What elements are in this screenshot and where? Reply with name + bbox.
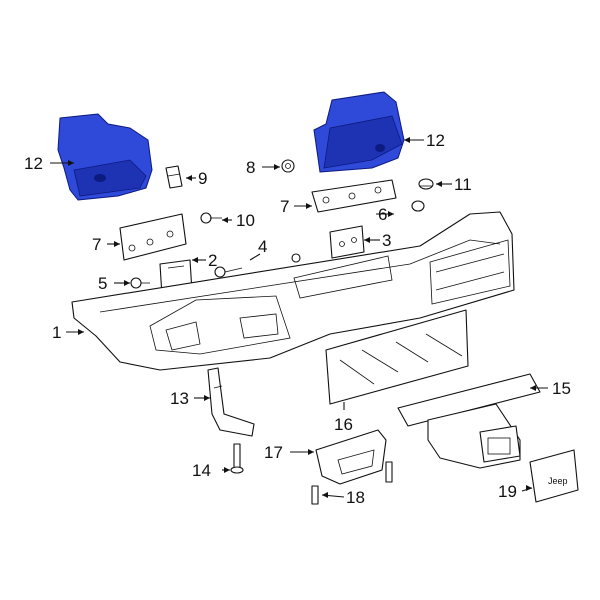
- jeep-logo: Jeep: [548, 476, 568, 486]
- part-16-bolt-kit[interactable]: [325, 309, 469, 405]
- callout-9[interactable]: 9: [198, 169, 207, 188]
- part-3-bracket[interactable]: [329, 225, 365, 259]
- callout-14[interactable]: 14: [192, 461, 211, 480]
- callout-3[interactable]: 3: [382, 231, 391, 250]
- arrowheads: [68, 137, 536, 498]
- callout-18[interactable]: 18: [346, 488, 365, 507]
- callout-5[interactable]: 5: [98, 274, 107, 293]
- callout-10[interactable]: 10: [236, 211, 255, 230]
- part-19-hitch-cover[interactable]: Jeep: [529, 449, 579, 503]
- callout-labels: 12 9 8 12 11 7 6 10 7 2 3 4 5 1 13 14 17…: [24, 131, 571, 507]
- part-11-plug[interactable]: [418, 178, 434, 190]
- callout-12-left[interactable]: 12: [24, 154, 43, 173]
- callout-19[interactable]: 19: [498, 482, 517, 501]
- part-1-bumper[interactable]: [71, 211, 515, 371]
- part-10-bolt[interactable]: [200, 212, 222, 224]
- callout-7-right[interactable]: 7: [280, 197, 289, 216]
- callout-6[interactable]: 6: [378, 205, 387, 224]
- part-12-right-bracket[interactable]: [313, 91, 405, 173]
- part-13-bracket[interactable]: [207, 367, 255, 437]
- part-8-nut[interactable]: [281, 159, 295, 173]
- callout-11[interactable]: 11: [454, 175, 472, 194]
- callout-13[interactable]: 13: [170, 389, 189, 408]
- part-4-bolts[interactable]: [214, 253, 301, 278]
- part-6-plug[interactable]: [411, 200, 425, 212]
- part-14-bolt[interactable]: [230, 443, 244, 474]
- callout-2[interactable]: 2: [208, 251, 217, 270]
- part-17-bracket[interactable]: [315, 429, 387, 485]
- callout-7-left[interactable]: 7: [92, 235, 101, 254]
- callout-17[interactable]: 17: [264, 443, 283, 462]
- callout-16[interactable]: 16: [334, 415, 353, 434]
- part-7-right-plate[interactable]: [311, 179, 397, 213]
- part-18-bolts[interactable]: [311, 461, 393, 505]
- part-9-clip[interactable]: [165, 165, 183, 189]
- callout-4[interactable]: 4: [258, 237, 267, 256]
- part-5-bolt[interactable]: [130, 277, 150, 289]
- part-15-hitch[interactable]: [397, 373, 541, 469]
- part-12-left-bracket[interactable]: [57, 113, 153, 201]
- part-7-left-plate[interactable]: [119, 213, 187, 261]
- callout-8[interactable]: 8: [246, 158, 255, 177]
- callout-15[interactable]: 15: [552, 379, 571, 398]
- callout-1[interactable]: 1: [52, 323, 61, 342]
- callout-12-right[interactable]: 12: [426, 131, 445, 150]
